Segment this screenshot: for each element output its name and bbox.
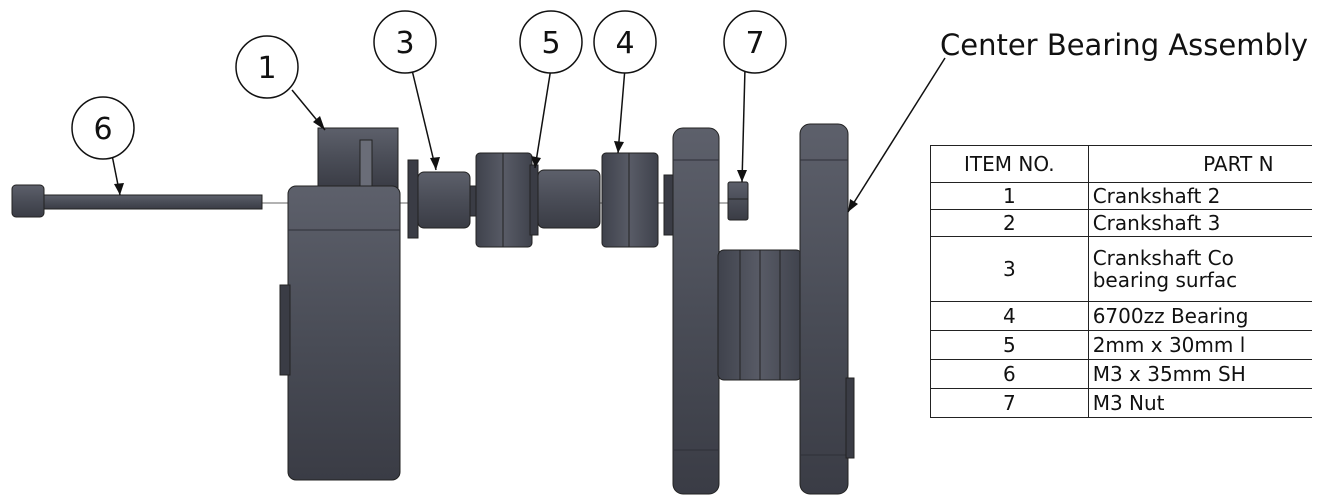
bom-row: 1 Crankshaft 2 xyxy=(930,182,1333,210)
part-4-bearing-b xyxy=(601,152,659,248)
bom-row: 6 M3 x 35mm SH xyxy=(930,359,1333,389)
part-7-nut xyxy=(727,181,749,221)
bom-part-name: M3 Nut xyxy=(1087,388,1333,418)
bom-row: 7 M3 Nut xyxy=(930,388,1333,418)
bom-row: 2 Crankshaft 3 xyxy=(930,209,1333,237)
bom-part-name: M3 x 35mm SH xyxy=(1087,359,1333,389)
balloon-7: 7 xyxy=(723,10,787,74)
bom-header-item-no: ITEM NO. xyxy=(930,145,1089,183)
leader-title xyxy=(847,57,946,213)
leader-arrows xyxy=(114,116,858,212)
center-bearing-stack xyxy=(717,249,803,381)
bom-item-no: 2 xyxy=(930,209,1089,237)
bom-item-no: 6 xyxy=(930,359,1089,389)
bom-header-row: ITEM NO. PART N xyxy=(930,145,1333,183)
bom-part-name: 2mm x 30mm l xyxy=(1087,330,1333,360)
part-4-bearing-a xyxy=(475,152,533,248)
bom-part-name-line2: bearing surfac xyxy=(1092,268,1238,292)
assembly-title: Center Bearing Assembly xyxy=(940,28,1308,62)
balloon-6-label: 6 xyxy=(93,112,112,147)
leader-3 xyxy=(411,69,437,171)
bom-row: 3 Crankshaft Co bearing surfac xyxy=(930,236,1333,302)
bom-item-no: 3 xyxy=(930,236,1089,302)
bom-item-no: 4 xyxy=(930,301,1089,331)
part-5-pin xyxy=(529,164,601,236)
bom-row: 4 6700zz Bearing xyxy=(930,301,1333,331)
balloon-6: 6 xyxy=(71,96,135,160)
balloon-3-label: 3 xyxy=(395,26,414,61)
bom-item-no: 1 xyxy=(930,182,1089,210)
balloon-4: 4 xyxy=(593,10,657,74)
right-edge-crop xyxy=(1312,0,1333,498)
part-2-crankshaft-right-plate xyxy=(799,123,855,495)
part-2-crankshaft-left-plate xyxy=(663,127,720,495)
leader-4 xyxy=(617,67,626,154)
part-1-crankshaft xyxy=(279,127,401,481)
bom-part-name-line1: Crankshaft Co xyxy=(1092,246,1234,270)
balloon-5-label: 5 xyxy=(541,26,560,61)
bom-table: ITEM NO. PART N 1 Crankshaft 2 2 Cranksh… xyxy=(930,145,1333,418)
bom-header-part-name: PART N xyxy=(1087,145,1333,183)
bom-part-name: Crankshaft 2 xyxy=(1087,182,1333,210)
balloon-7-label: 7 xyxy=(745,26,764,61)
bom-part-name: Crankshaft Co bearing surfac xyxy=(1087,236,1333,302)
part-3-spacer xyxy=(407,159,479,239)
bom-item-no: 5 xyxy=(930,330,1089,360)
bom-part-name: Crankshaft 3 xyxy=(1087,209,1333,237)
balloon-1-label: 1 xyxy=(257,51,276,86)
leader-5 xyxy=(534,67,552,169)
part-6-screw xyxy=(11,184,263,218)
bom-part-name: 6700zz Bearing xyxy=(1087,301,1333,331)
bom-row: 5 2mm x 30mm l xyxy=(930,330,1333,360)
balloon-4-label: 4 xyxy=(615,26,634,61)
balloon-5: 5 xyxy=(519,10,583,74)
bom-item-no: 7 xyxy=(930,388,1089,418)
balloon-1: 1 xyxy=(235,35,299,99)
leader-7 xyxy=(741,67,746,183)
balloon-3: 3 xyxy=(373,10,437,74)
